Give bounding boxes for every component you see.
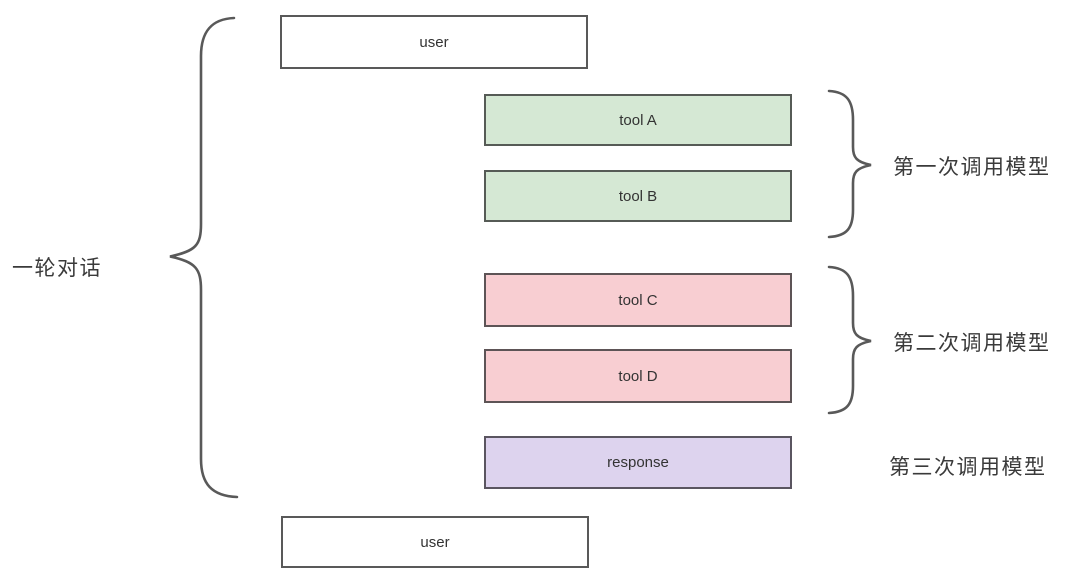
- left-round-brace: [169, 16, 239, 499]
- round-of-conversation-label: 一轮对话: [12, 257, 102, 280]
- user-message-box-bottom: user: [281, 516, 589, 568]
- response-box: response: [484, 436, 792, 489]
- second-call-brace: [827, 265, 872, 415]
- tool-c-box: tool C: [484, 273, 792, 327]
- user-message-box-top: user: [280, 15, 588, 69]
- tool-b-box: tool B: [484, 170, 792, 222]
- tool-a-box: tool A: [484, 94, 792, 146]
- second-model-call-label: 第二次调用模型: [893, 332, 1051, 355]
- third-model-call-label: 第三次调用模型: [889, 456, 1047, 479]
- first-model-call-label: 第一次调用模型: [893, 156, 1051, 179]
- tool-d-box: tool D: [484, 349, 792, 403]
- first-call-brace: [827, 89, 872, 239]
